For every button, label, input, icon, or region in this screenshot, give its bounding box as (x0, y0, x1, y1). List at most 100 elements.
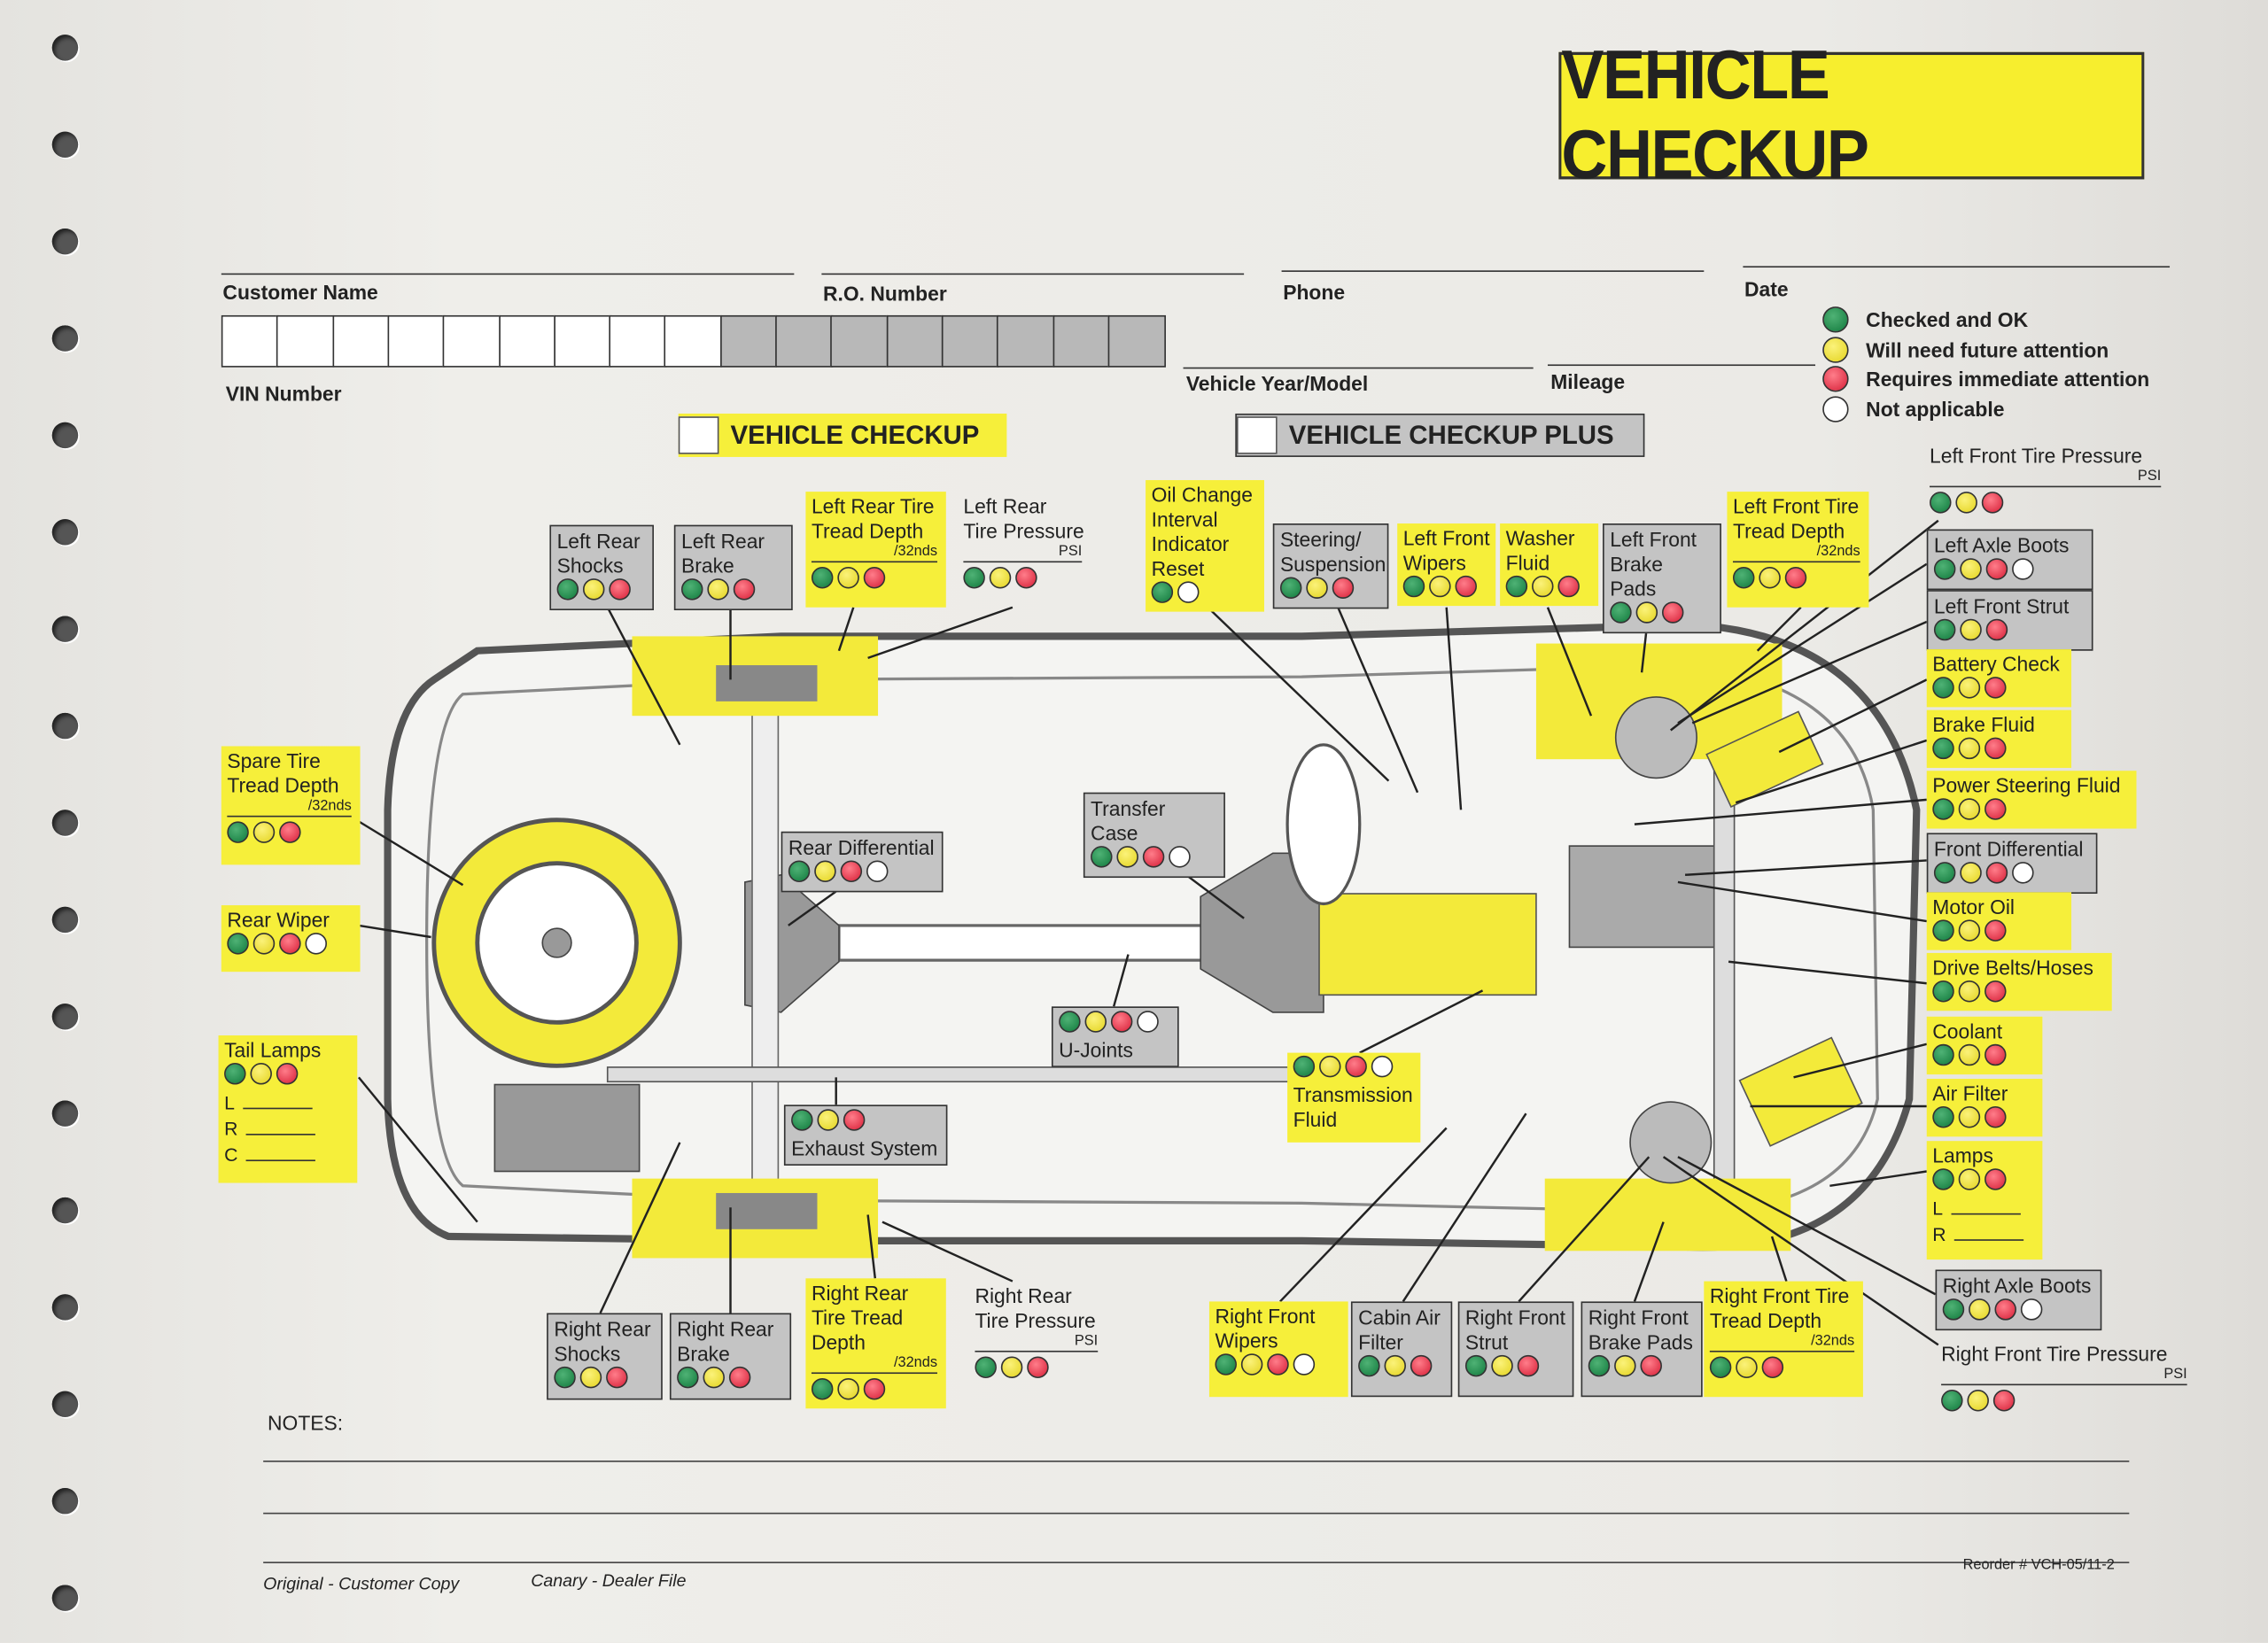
green-dot-icon[interactable] (1464, 1354, 1487, 1377)
green-dot-icon[interactable] (1505, 575, 1528, 598)
yellow-dot-icon[interactable] (1759, 567, 1781, 589)
green-dot-icon[interactable] (1942, 1298, 1965, 1321)
red-dot-icon[interactable] (1142, 846, 1165, 868)
red-dot-icon[interactable] (1985, 558, 2008, 580)
green-dot-icon[interactable] (1732, 567, 1755, 589)
yellow-dot-icon[interactable] (250, 1063, 272, 1085)
green-dot-icon[interactable] (1091, 846, 1113, 868)
red-dot-icon[interactable] (1984, 1106, 2007, 1128)
green-dot-icon[interactable] (227, 933, 249, 955)
green-dot-icon[interactable] (1941, 1390, 1963, 1412)
red-dot-icon[interactable] (1981, 492, 2004, 514)
green-dot-icon[interactable] (1932, 1106, 1954, 1128)
yellow-dot-icon[interactable] (1958, 980, 1981, 1003)
red-dot-icon[interactable] (1267, 1353, 1289, 1376)
green-dot-icon[interactable] (1293, 1055, 1316, 1078)
white-dot-icon[interactable] (2020, 1298, 2043, 1321)
yellow-dot-icon[interactable] (1969, 1298, 1991, 1321)
green-dot-icon[interactable] (1588, 1354, 1611, 1377)
green-dot-icon[interactable] (1933, 862, 1956, 884)
yellow-dot-icon[interactable] (1958, 1106, 1981, 1128)
green-dot-icon[interactable] (1932, 1043, 1954, 1066)
yellow-dot-icon[interactable] (1635, 601, 1658, 624)
green-dot-icon[interactable] (224, 1063, 246, 1085)
red-dot-icon[interactable] (840, 860, 863, 882)
yellow-dot-icon[interactable] (1958, 1043, 1981, 1066)
red-dot-icon[interactable] (733, 578, 756, 601)
white-dot-icon[interactable] (305, 933, 327, 955)
yellow-dot-icon[interactable] (1491, 1354, 1513, 1377)
green-dot-icon[interactable] (556, 578, 579, 601)
green-dot-icon[interactable] (677, 1366, 699, 1389)
red-dot-icon[interactable] (1761, 1356, 1784, 1378)
green-dot-icon[interactable] (788, 860, 811, 882)
red-dot-icon[interactable] (1984, 798, 2007, 820)
yellow-dot-icon[interactable] (1955, 492, 1977, 514)
yellow-dot-icon[interactable] (1000, 1356, 1023, 1378)
red-dot-icon[interactable] (1984, 1168, 2007, 1190)
yellow-dot-icon[interactable] (1116, 846, 1138, 868)
green-dot-icon[interactable] (1402, 575, 1425, 598)
green-dot-icon[interactable] (1358, 1354, 1380, 1377)
white-dot-icon[interactable] (1293, 1353, 1316, 1376)
green-dot-icon[interactable] (1932, 677, 1954, 699)
green-dot-icon[interactable] (554, 1366, 576, 1389)
green-dot-icon[interactable] (1930, 492, 1952, 514)
green-dot-icon[interactable] (1151, 581, 1174, 603)
yellow-dot-icon[interactable] (1240, 1353, 1263, 1376)
green-dot-icon[interactable] (1933, 618, 1956, 641)
yellow-dot-icon[interactable] (707, 578, 729, 601)
green-dot-icon[interactable] (1932, 1168, 1954, 1190)
red-dot-icon[interactable] (609, 578, 631, 601)
red-dot-icon[interactable] (1984, 1043, 2007, 1066)
green-dot-icon[interactable] (963, 567, 985, 589)
green-dot-icon[interactable] (1215, 1353, 1237, 1376)
yellow-dot-icon[interactable] (1967, 1390, 1989, 1412)
red-dot-icon[interactable] (1984, 919, 2007, 942)
red-dot-icon[interactable] (1410, 1354, 1433, 1377)
green-dot-icon[interactable] (1932, 798, 1954, 820)
red-dot-icon[interactable] (279, 933, 301, 955)
red-dot-icon[interactable] (1984, 737, 2007, 760)
green-dot-icon[interactable] (681, 578, 703, 601)
green-dot-icon[interactable] (811, 1377, 834, 1400)
yellow-dot-icon[interactable] (1958, 919, 1981, 942)
red-dot-icon[interactable] (1027, 1356, 1049, 1378)
white-dot-icon[interactable] (1177, 581, 1200, 603)
red-dot-icon[interactable] (1640, 1354, 1662, 1377)
yellow-dot-icon[interactable] (579, 1366, 602, 1389)
green-dot-icon[interactable] (1932, 980, 1954, 1003)
yellow-dot-icon[interactable] (1958, 737, 1981, 760)
yellow-dot-icon[interactable] (1614, 1354, 1636, 1377)
yellow-dot-icon[interactable] (703, 1366, 725, 1389)
green-dot-icon[interactable] (1932, 919, 1954, 942)
red-dot-icon[interactable] (1332, 577, 1355, 599)
yellow-dot-icon[interactable] (1960, 862, 1982, 884)
yellow-dot-icon[interactable] (252, 821, 276, 843)
white-dot-icon[interactable] (2012, 862, 2034, 884)
green-dot-icon[interactable] (1059, 1011, 1081, 1033)
yellow-dot-icon[interactable] (1736, 1356, 1758, 1378)
white-dot-icon[interactable] (1137, 1011, 1159, 1033)
yellow-dot-icon[interactable] (1960, 558, 1982, 580)
yellow-dot-icon[interactable] (837, 1377, 859, 1400)
yellow-dot-icon[interactable] (1429, 575, 1451, 598)
red-dot-icon[interactable] (606, 1366, 628, 1389)
yellow-dot-icon[interactable] (1958, 798, 1981, 820)
green-dot-icon[interactable] (1279, 577, 1302, 599)
green-dot-icon[interactable] (1709, 1356, 1732, 1378)
yellow-dot-icon[interactable] (1084, 1011, 1107, 1033)
white-dot-icon[interactable] (2012, 558, 2034, 580)
green-dot-icon[interactable] (227, 821, 249, 843)
red-dot-icon[interactable] (1985, 618, 2008, 641)
yellow-dot-icon[interactable] (1532, 575, 1554, 598)
white-dot-icon[interactable] (866, 860, 889, 882)
white-dot-icon[interactable] (1371, 1055, 1394, 1078)
red-dot-icon[interactable] (276, 1063, 299, 1085)
white-dot-icon[interactable] (1169, 846, 1191, 868)
green-dot-icon[interactable] (811, 567, 834, 589)
red-dot-icon[interactable] (279, 821, 301, 843)
red-dot-icon[interactable] (1110, 1011, 1133, 1033)
yellow-dot-icon[interactable] (582, 578, 605, 601)
red-dot-icon[interactable] (1984, 980, 2007, 1003)
